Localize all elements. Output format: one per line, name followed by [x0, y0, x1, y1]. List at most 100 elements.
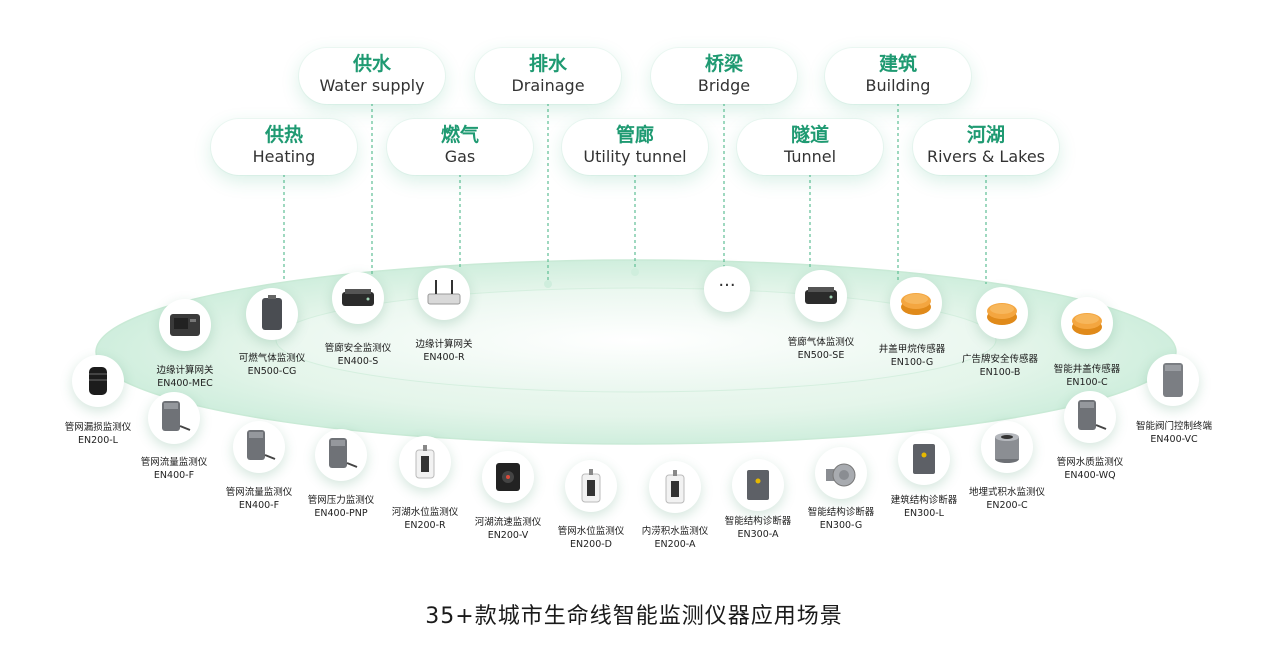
- device-label: 井盖甲烷传感器 EN100-G: [857, 343, 967, 369]
- device-name: 管网流量监测仪: [140, 457, 208, 468]
- device-name: 管廊安全监测仪: [324, 343, 392, 354]
- scenario-zh: 桥梁: [704, 53, 743, 75]
- scenario-zh: 排水: [528, 53, 567, 75]
- scenario-pill-water-supply: 供水 Water supply: [299, 48, 445, 104]
- scenario-pill-gas: 燃气 Gas: [387, 119, 533, 175]
- device-name: 边缘计算网关: [415, 339, 473, 350]
- device-model: EN400-WQ: [1064, 470, 1116, 481]
- device-name: 管网漏损监测仪: [64, 422, 132, 433]
- device-label: 管网水质监测仪 EN400-WQ: [1035, 456, 1145, 482]
- device-name: 内涝积水监测仪: [641, 526, 709, 537]
- gateway-box-icon: [159, 299, 211, 351]
- round-plate-sensor-icon: [815, 447, 867, 499]
- device-model: EN200-R: [404, 520, 446, 531]
- scenario-en: Water supply: [319, 76, 425, 95]
- device-label: 管网流量监测仪 EN400-F: [204, 486, 314, 512]
- black-radar-sensor-icon: [482, 451, 534, 503]
- device-model: EN400-MEC: [157, 378, 213, 389]
- scenario-pill-utility-tunnel: 管廊 Utility tunnel: [562, 119, 708, 175]
- device-model: EN400-VC: [1150, 434, 1198, 445]
- device-model: EN400-F: [238, 500, 280, 511]
- scenario-pill-building: 建筑 Building: [825, 48, 971, 104]
- scenario-pill-drainage: 排水 Drainage: [475, 48, 621, 104]
- scenario-en: Utility tunnel: [583, 147, 687, 166]
- device-model: EN500-SE: [797, 350, 845, 361]
- device-name: 管网压力监测仪: [307, 495, 375, 506]
- device-name: 智能结构诊断器: [724, 516, 792, 527]
- device-model: EN200-D: [570, 539, 612, 550]
- scenario-pill-rivers-lakes: 河湖 Rivers & Lakes: [913, 119, 1059, 175]
- grey-cabinet-probe-icon: [315, 429, 367, 481]
- device-name: 边缘计算网关: [156, 365, 214, 376]
- scenario-zh: 管廊: [615, 124, 654, 146]
- device-label: 管廊安全监测仪 EN400-S: [303, 342, 413, 368]
- scenario-zh: 供热: [264, 124, 303, 146]
- scenario-en: Rivers & Lakes: [926, 147, 1046, 166]
- scenario-en: Drainage: [511, 76, 585, 95]
- orange-puck-sensor-icon: [890, 277, 942, 329]
- grey-cabinet-probe-icon: [233, 421, 285, 473]
- device-name: 广告牌安全传感器: [961, 354, 1038, 365]
- gas-detector-icon: [246, 288, 298, 340]
- grey-plate-sensor-icon: [898, 433, 950, 485]
- device-name: 河湖水位监测仪: [391, 507, 459, 518]
- scenario-zh: 供水: [352, 53, 391, 75]
- device-name: 管网水质监测仪: [1056, 457, 1124, 468]
- device-name: 可燃气体监测仪: [238, 353, 306, 364]
- orange-puck-sensor-icon: [1061, 297, 1113, 349]
- device-name: 地埋式积水监测仪: [968, 487, 1045, 498]
- page-caption: 35+款城市生命线智能监测仪器应用场景: [425, 604, 843, 629]
- device-name: 建筑结构诊断器: [890, 495, 958, 506]
- grey-cabinet-probe-icon: [148, 392, 200, 444]
- scenario-zh: 河湖: [966, 124, 1005, 146]
- device-label: 广告牌安全传感器 EN100-B: [945, 353, 1055, 379]
- device-label: 管网漏损监测仪 EN200-L: [43, 421, 153, 447]
- scenario-zh: 隧道: [790, 124, 829, 146]
- grey-cabinet-probe-icon: [1064, 391, 1116, 443]
- device-name: 管廊气体监测仪: [787, 337, 855, 348]
- device-model: EN200-C: [986, 500, 1028, 511]
- device-label: 智能阀门控制终端 EN400-VC: [1119, 420, 1229, 446]
- device-label: 智能结构诊断器 EN300-A: [703, 515, 813, 541]
- device-model: EN300-A: [737, 529, 779, 540]
- scenario-pill-bridge: 桥梁 Bridge: [651, 48, 797, 104]
- device-model: EN500-CG: [247, 366, 297, 377]
- device-name: 智能结构诊断器: [807, 507, 875, 518]
- device-name: 智能阀门控制终端: [1135, 421, 1212, 432]
- device-name: 井盖甲烷传感器: [878, 344, 946, 355]
- more-dots-icon: ···: [704, 266, 750, 312]
- device-model: EN100-C: [1066, 377, 1108, 388]
- grey-plate-sensor-icon: [732, 459, 784, 511]
- device-label: 河湖水位监测仪 EN200-R: [370, 506, 480, 532]
- white-level-sensor-icon: [565, 460, 617, 512]
- device-name: 智能井盖传感器: [1053, 364, 1121, 375]
- device-model: EN100-G: [890, 357, 934, 368]
- device-model: EN400-S: [337, 356, 379, 367]
- device-model: EN300-L: [904, 508, 944, 519]
- black-cylinder-sensor-icon: [72, 355, 124, 407]
- device-name: 管网流量监测仪: [225, 487, 293, 498]
- scenario-zh: 燃气: [440, 124, 479, 146]
- router-box-icon: [332, 272, 384, 324]
- antenna-router-icon: [418, 268, 470, 320]
- device-label: 智能井盖传感器 EN100-C: [1032, 363, 1142, 389]
- device-model: EN400-F: [153, 470, 195, 481]
- device-model: EN200-A: [654, 539, 696, 550]
- scenario-en: Tunnel: [783, 147, 837, 166]
- device-label: 管廊气体监测仪 EN500-SE: [766, 336, 876, 362]
- grey-cabinet-icon: [1147, 354, 1199, 406]
- cylinder-ground-sensor-icon: [981, 421, 1033, 473]
- device-label: 地埋式积水监测仪 EN200-C: [952, 486, 1062, 512]
- device-label: 建筑结构诊断器 EN300-L: [869, 494, 979, 520]
- device-model: EN100-B: [979, 367, 1021, 378]
- orange-puck-sensor-icon: [976, 287, 1028, 339]
- scenario-zh: 建筑: [878, 53, 917, 75]
- device-model: EN200-L: [78, 435, 118, 446]
- device-model: EN200-V: [487, 530, 529, 541]
